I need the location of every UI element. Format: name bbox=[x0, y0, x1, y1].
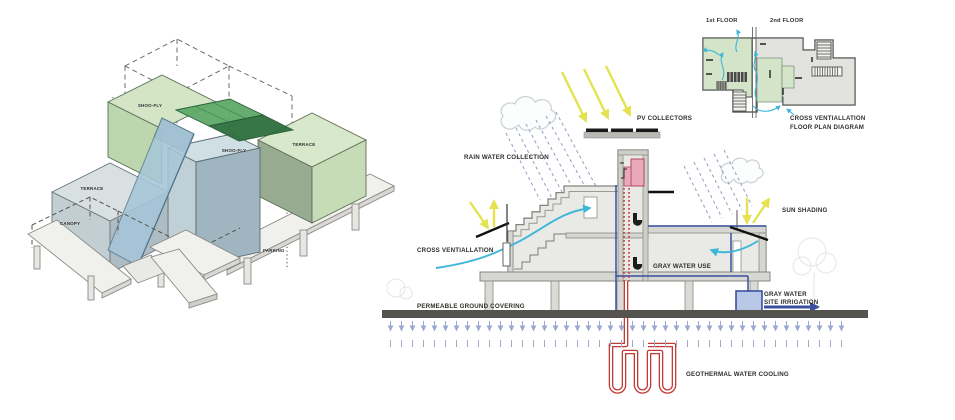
sun-shading-right bbox=[729, 197, 771, 242]
label-geothermal: GEOTHERMAL WATER COOLING bbox=[686, 371, 789, 378]
label-plan-caption-line2: FLOOR PLAN DIAGRAM bbox=[790, 124, 864, 131]
cloud-icon bbox=[500, 96, 764, 185]
glass-stair-volume bbox=[107, 117, 195, 267]
tree-sketch bbox=[386, 237, 837, 300]
gray-water-pipes bbox=[615, 185, 766, 312]
label-shoo-fly-center: SHOO-FLY bbox=[222, 148, 246, 153]
label-shoo-fly-upper: SHOO-FLY bbox=[138, 103, 162, 108]
label-sun-shading: SUN SHADING bbox=[782, 207, 828, 214]
pv-collector-panels bbox=[583, 128, 661, 139]
entry-ramp bbox=[122, 248, 218, 309]
pilotis-columns bbox=[484, 280, 759, 313]
plan-wall-ticks bbox=[706, 43, 813, 95]
label-cross-ventilation: CROSS VENTIALLATION bbox=[417, 247, 494, 254]
dashed-envelope-box bbox=[123, 38, 293, 150]
label-terrace-left: TERRACE bbox=[81, 186, 104, 191]
infiltration-arrows bbox=[388, 321, 844, 347]
sun-shading-left bbox=[469, 198, 511, 267]
cross-ventilation-floor-plan: 1st FLOOR 2nd FLOOR CROSS VENTIALLATION … bbox=[702, 18, 865, 131]
canopy-dashed-outline bbox=[31, 196, 241, 251]
stair-hatch-blocks bbox=[716, 41, 843, 112]
sustainability-section-diagram: PV COLLECTORS RAIN WATER COLLECTION CROS… bbox=[382, 65, 868, 394]
ground-bar bbox=[382, 310, 868, 318]
label-permeable-ground: PERMEABLE GROUND COVERING bbox=[417, 303, 525, 310]
label-pv-collectors: PV COLLECTORS bbox=[637, 115, 692, 122]
axonometric-massing-diagram: SHOO-FLY SHOO-FLY TERRACE TERRACE CANOPY… bbox=[27, 38, 396, 309]
label-gray-water-line1: GRAY WATER bbox=[764, 291, 807, 298]
shoo-fly-roof bbox=[174, 98, 295, 142]
service-tower bbox=[617, 149, 649, 282]
label-plan-caption-line1: CROSS VENTIALLATION bbox=[790, 115, 865, 122]
first-floor-area bbox=[702, 37, 753, 98]
label-parking: PARKING bbox=[263, 248, 285, 253]
ventilation-arrows bbox=[435, 204, 759, 269]
walkway-platform bbox=[27, 219, 132, 301]
geothermal-pipe bbox=[608, 188, 677, 394]
rain-lines bbox=[505, 111, 753, 223]
label-gray-water-use: GRAY WATER USE bbox=[653, 263, 711, 270]
door-opening bbox=[732, 240, 742, 273]
plan-airflow-arrows bbox=[702, 29, 795, 116]
label-terrace-right: TERRACE bbox=[293, 142, 316, 147]
toilet-icon bbox=[633, 213, 643, 270]
sun-arrows-pv bbox=[560, 65, 632, 123]
window-opening bbox=[583, 196, 598, 219]
label-second-floor: 2nd FLOOR bbox=[770, 18, 803, 24]
water-storage-tank bbox=[620, 158, 645, 187]
label-canopy: CANOPY bbox=[60, 221, 80, 226]
label-gray-water-line2: SITE IRRIGATION bbox=[764, 299, 819, 306]
label-first-floor: 1st FLOOR bbox=[706, 18, 738, 24]
label-rain-water-collection: RAIN WATER COLLECTION bbox=[464, 154, 549, 161]
